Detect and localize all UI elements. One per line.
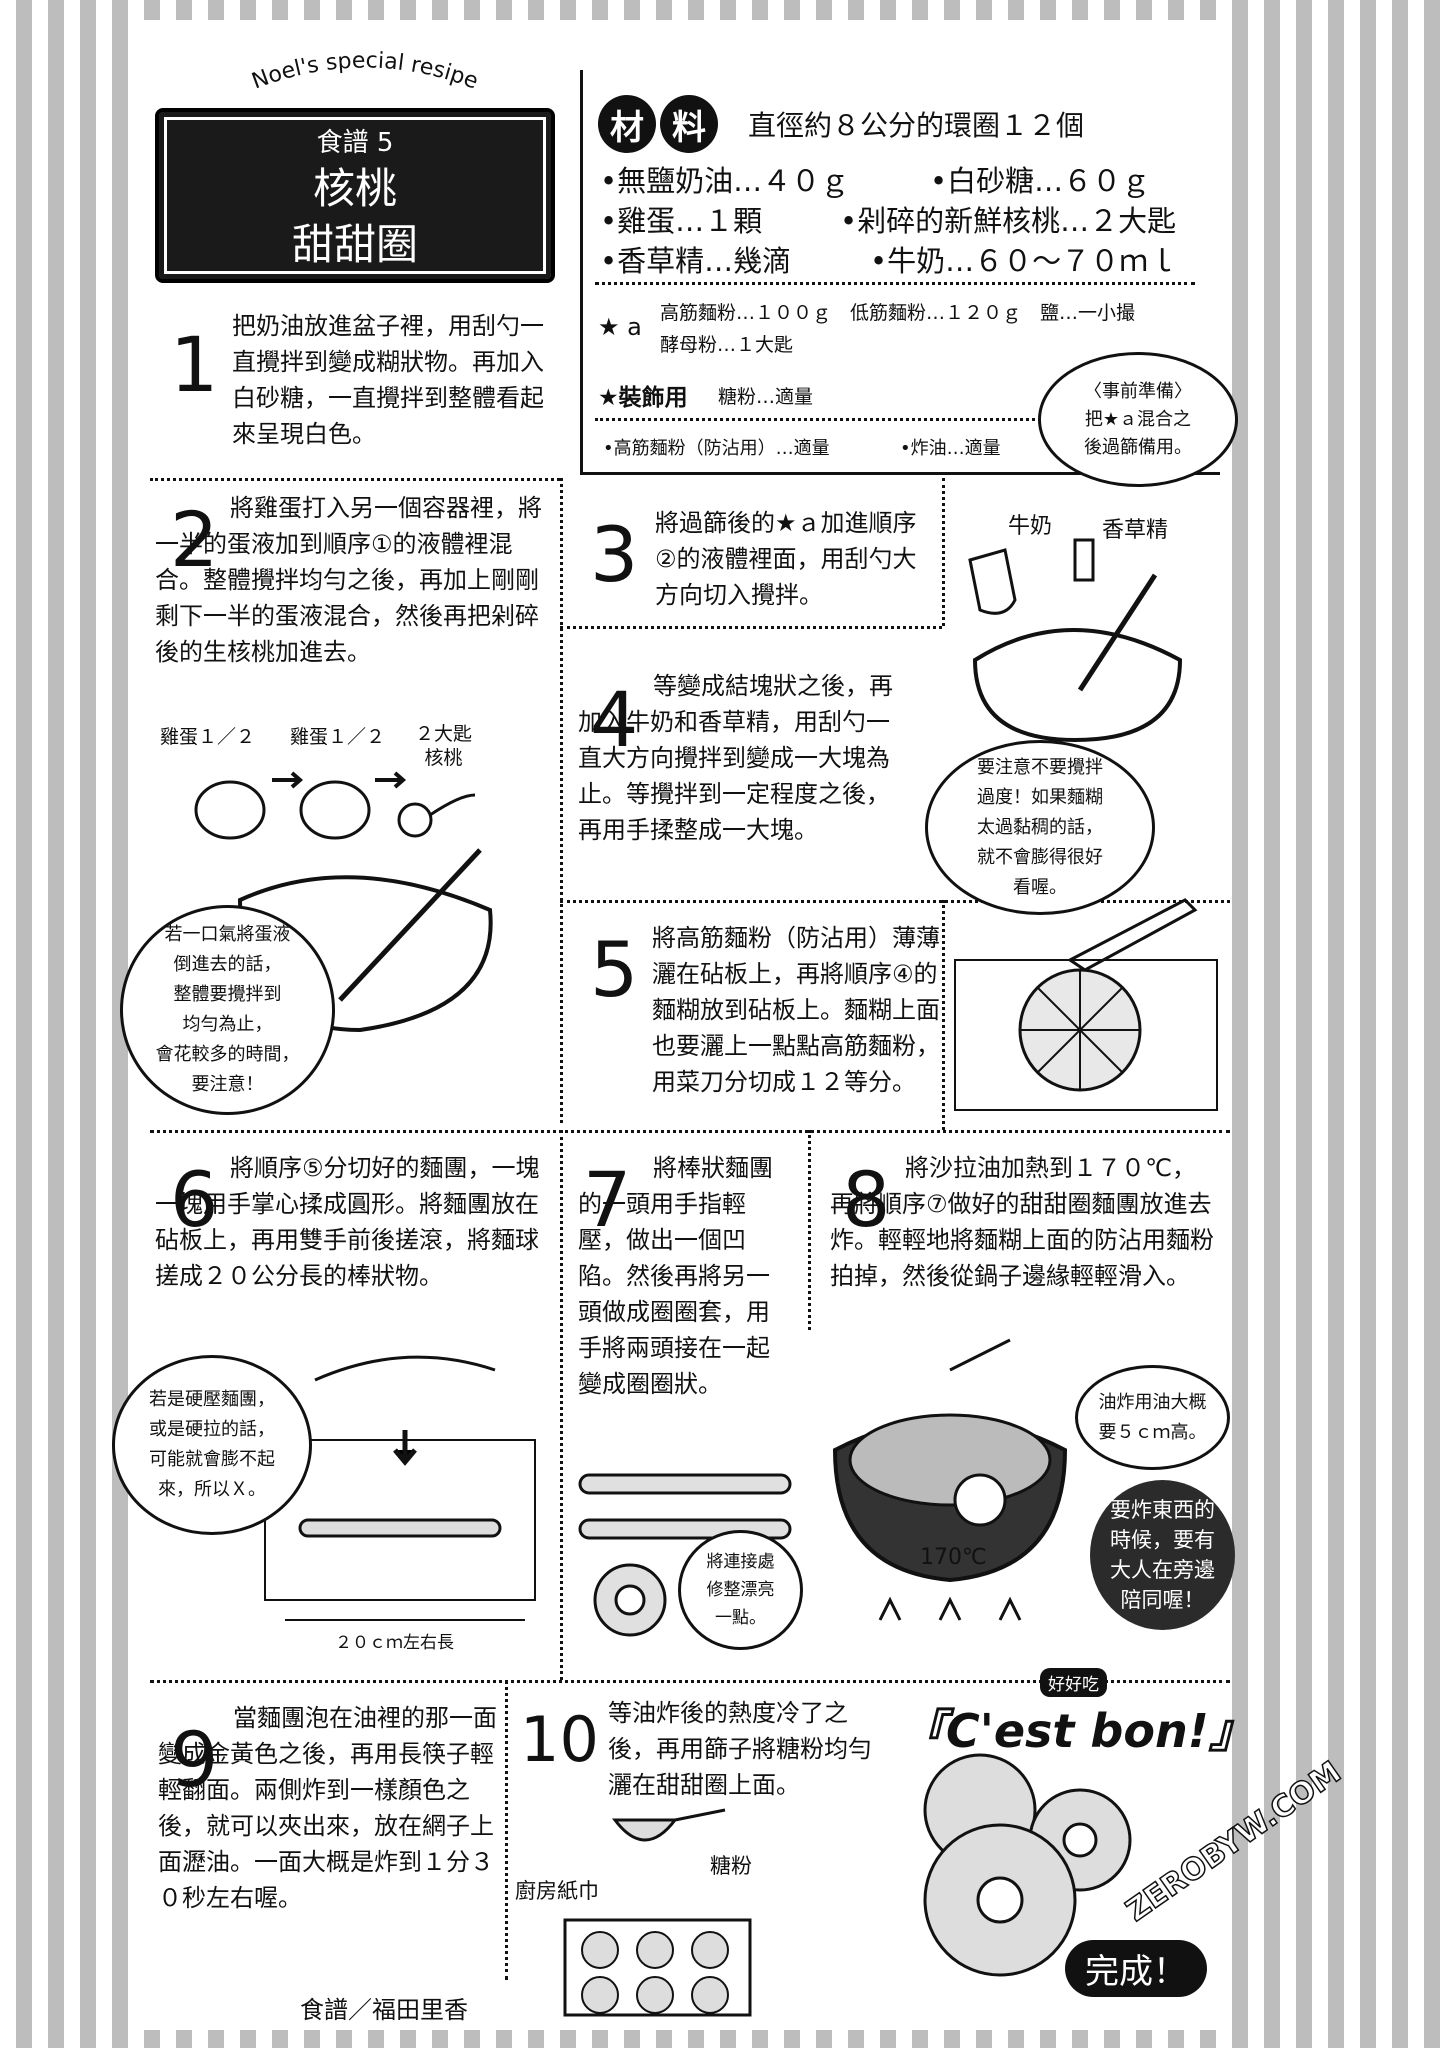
yield-text: 直徑約８公分的環圈１２個: [748, 109, 1085, 142]
vanilla-label: 香草精: [1102, 518, 1169, 543]
star-a-line1: 高筋麵粉…１００ｇ 低筋麵粉…１２０ｇ 鹽…一小撮: [660, 302, 1136, 324]
divider: [560, 1130, 563, 1680]
walnut-label: ２大匙 核桃: [415, 723, 473, 769]
temp-label: 170℃: [920, 1545, 987, 1570]
divider: [560, 478, 563, 1123]
dough-ropes-illustration: [578, 1473, 792, 1637]
step-7-number: 7: [583, 1155, 632, 1244]
ingredients-box: [580, 70, 1220, 475]
star-a-label: ★ a: [598, 313, 642, 341]
extra-flour: •高筋麵粉（防沾用）…適量: [603, 438, 830, 459]
ingredient-butter: •無鹽奶油…４０ｇ: [600, 164, 850, 198]
length-label: ２０ｃｍ左右長: [335, 1633, 454, 1653]
step-8-number: 8: [842, 1155, 891, 1244]
prep-bubble: 〈事前準備〉 把★ａ混合之 後過篩備用。: [1038, 352, 1238, 487]
join-tip-bubble: 將連接處 修整漂亮 一點。: [678, 1530, 803, 1650]
frying-pan-illustration: [832, 1338, 1068, 1621]
step-8-text: 將沙拉油加熱到１７０℃，再將順序⑦做好的甜甜圈麵團放進去炸。輕輕地將麵糊上面的防…: [830, 1154, 1214, 1290]
step-6-number: 6: [170, 1155, 219, 1244]
step-2-text: 將雞蛋打入另一個容器裡，將一半的蛋液加到順序①的液體裡混合。整體攪拌均勻之後，再…: [155, 494, 542, 666]
step-2-number: 2: [170, 495, 219, 584]
step-9-number: 9: [170, 1715, 219, 1804]
sugar-dusting-illustration: [563, 1808, 752, 2017]
cestbon-title: 『C'est bon!』: [900, 1704, 1255, 1758]
divider: [595, 282, 1195, 285]
egg-tip-bubble: 若一口氣將蛋液 倒進去的話， 整體要攪拌到 均勻為止， 會花較多的時間， 要注意…: [120, 905, 335, 1115]
step-5-text: 將高筋麵粉（防沾用）薄薄灑在砧板上，再將順序④的麵糊放到砧板上。麵糊上面也要灑上…: [652, 924, 940, 1096]
egg-half-label-1: 雞蛋１／２: [160, 726, 256, 748]
badge-ingredient-2: 料: [660, 95, 718, 153]
ingredient-vanilla: •香草精…幾滴: [600, 244, 792, 278]
divider: [942, 478, 945, 626]
step-4-number: 4: [590, 675, 639, 764]
recipe-title-sign: 食譜 5 核桃 甜甜圈: [155, 108, 555, 283]
milk-label: 牛奶: [1008, 514, 1053, 539]
step-7-text: 將棒狀麵團的一頭用手指輕壓，做出一個凹陷。然後再將另一頭做成圈圈套，用手將兩頭接…: [578, 1154, 773, 1398]
divider: [150, 1680, 1230, 1683]
divider: [942, 900, 945, 1130]
done-badge: 完成！: [1065, 1940, 1207, 1997]
yummy-badge: 好好吃: [1040, 1668, 1107, 1697]
recipe-title-line1: 核桃: [312, 164, 397, 213]
cutting-board-illustration: [954, 898, 1218, 1111]
step-10-text: 等油炸後的熱度冷了之後，再用篩子將糖粉均勻灑在甜甜圈上面。: [608, 1699, 872, 1799]
divider: [150, 478, 560, 481]
ingredients-header: 材 料 直徑約８公分的環圈１２個: [598, 95, 1084, 153]
divider: [808, 1130, 811, 1330]
step-5-number: 5: [590, 925, 639, 1014]
divider: [150, 1130, 1230, 1133]
mix-tip-bubble: 要注意不要攪拌 過度！如果麵糊 太過黏稠的話， 就不會膨得很好 看喔。: [925, 740, 1155, 915]
recipe-title-line2: 甜甜圈: [291, 220, 418, 269]
adult-tip-bubble: 要炸東西的 時候，要有 大人在旁邊 陪同喔！: [1090, 1480, 1235, 1630]
step-3-text: 將過篩後的★ａ加進順序②的液體裡面，用刮勺大方向切入攪拌。: [655, 509, 917, 609]
step-9-text: 當麵團泡在油裡的那一面變成金黃色之後，再用長筷子輕輕翻面。兩側炸到一樣顏色之後，…: [158, 1704, 497, 1912]
ingredient-egg: •雞蛋…１顆: [600, 204, 763, 238]
press-tip-bubble: 若是硬壓麵團， 或是硬拉的話， 可能就會膨不起 來，所以Ｘ。: [112, 1355, 312, 1535]
mixing-bowl-illustration: [968, 538, 1183, 743]
svg-text:Noel's special resipe: Noel's special resipe: [249, 48, 482, 94]
oil-tip-bubble: 油炸用油大概 要５ｃｍ高。: [1075, 1365, 1230, 1470]
step-6-text: 將順序⑤分切好的麵團，一塊一塊用手掌心揉成圓形。將麵團放在砧板上，再用雙手前後搓…: [155, 1154, 540, 1290]
egg-bowl-illustration: [194, 771, 493, 1033]
divider: [505, 1680, 508, 1980]
paper-label: 廚房紙巾: [515, 1879, 599, 1903]
step-10-number: 10: [520, 1703, 599, 1776]
ingredient-walnut: •剁碎的新鮮核桃…２大匙: [840, 204, 1177, 238]
star-a-line2: 酵母粉…１大匙: [660, 334, 794, 356]
sugar-label: 糖粉: [710, 1854, 752, 1878]
badge-ingredient-1: 材: [598, 95, 656, 153]
decor-value: 糖粉…適量: [718, 386, 814, 408]
ingredient-sugar: •白砂糖…６０ｇ: [930, 164, 1151, 198]
ingredient-milk: •牛奶…６０～７０ｍｌ: [870, 244, 1178, 278]
step-4-text: 等變成結塊狀之後，再加入牛奶和香草精，用刮勺一直大方向攪拌到變成一大塊為止。等攪…: [578, 672, 893, 844]
extra-oil: •炸油…適量: [900, 438, 1001, 459]
arch-title: Noel's special resipe: [249, 48, 482, 94]
recipe-number: 食譜 5: [316, 128, 394, 158]
finished-donuts-illustration: [923, 1753, 1132, 1977]
arch-text: Noel's special resipe: [249, 48, 482, 94]
recipe-credit: 食譜／福田里香: [300, 1996, 468, 2024]
egg-half-label-2: 雞蛋１／２: [290, 726, 386, 748]
step-3-number: 3: [590, 510, 639, 599]
step-1-text: 把奶油放進盆子裡，用刮勺一直攪拌到變成糊狀物。再加入白砂糖，一直攪拌到整體看起來…: [232, 312, 544, 448]
divider: [560, 626, 942, 629]
step-1-number: 1: [170, 320, 219, 409]
divider: [560, 900, 1230, 903]
decor-label: ★裝飾用: [598, 385, 688, 411]
divider: [595, 418, 1035, 421]
